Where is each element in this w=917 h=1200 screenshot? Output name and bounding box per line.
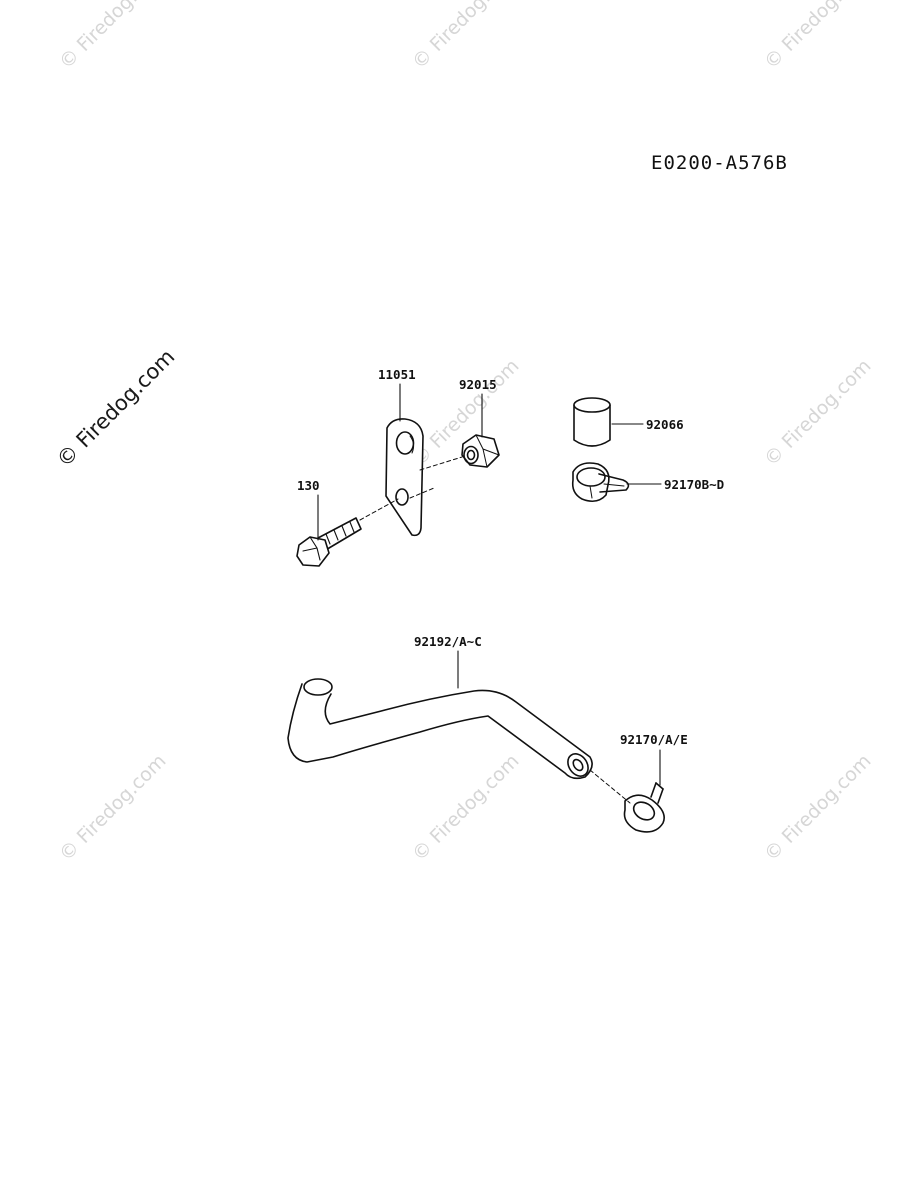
- label-11051: 11051: [378, 367, 416, 382]
- label-92192: 92192/A~C: [414, 634, 482, 649]
- clamp-92170b-d: [571, 462, 630, 503]
- label-130: 130: [297, 478, 320, 493]
- bracket-11051: [385, 418, 424, 537]
- clamp-92170-a-e: [623, 782, 665, 833]
- hose-92192: [287, 678, 593, 780]
- diagram-code: E0200-A576B: [651, 152, 788, 174]
- label-92170b-d: 92170B~D: [664, 477, 724, 492]
- flange-bolt-130: [296, 517, 362, 567]
- flange-nut-92015: [461, 434, 500, 468]
- assembly-lines: [359, 456, 631, 804]
- plug-92066: [573, 397, 611, 447]
- label-92015: 92015: [459, 377, 497, 392]
- label-92170-a-e: 92170/A/E: [620, 732, 688, 747]
- label-92066: 92066: [646, 417, 684, 432]
- leader-lines: [317, 383, 662, 786]
